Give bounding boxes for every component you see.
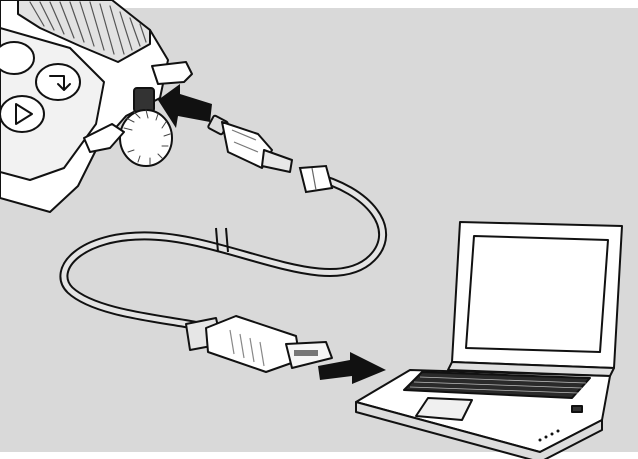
device-port-cover [152, 62, 192, 84]
laptop-usb-port [572, 406, 582, 412]
ferrite-core [300, 166, 332, 192]
device-button-top [0, 42, 34, 74]
device-usb-port [134, 88, 154, 112]
device-button-enter [36, 64, 80, 100]
device-dial [120, 110, 172, 166]
laptop-screen [466, 236, 608, 352]
device-button-play [0, 96, 44, 132]
